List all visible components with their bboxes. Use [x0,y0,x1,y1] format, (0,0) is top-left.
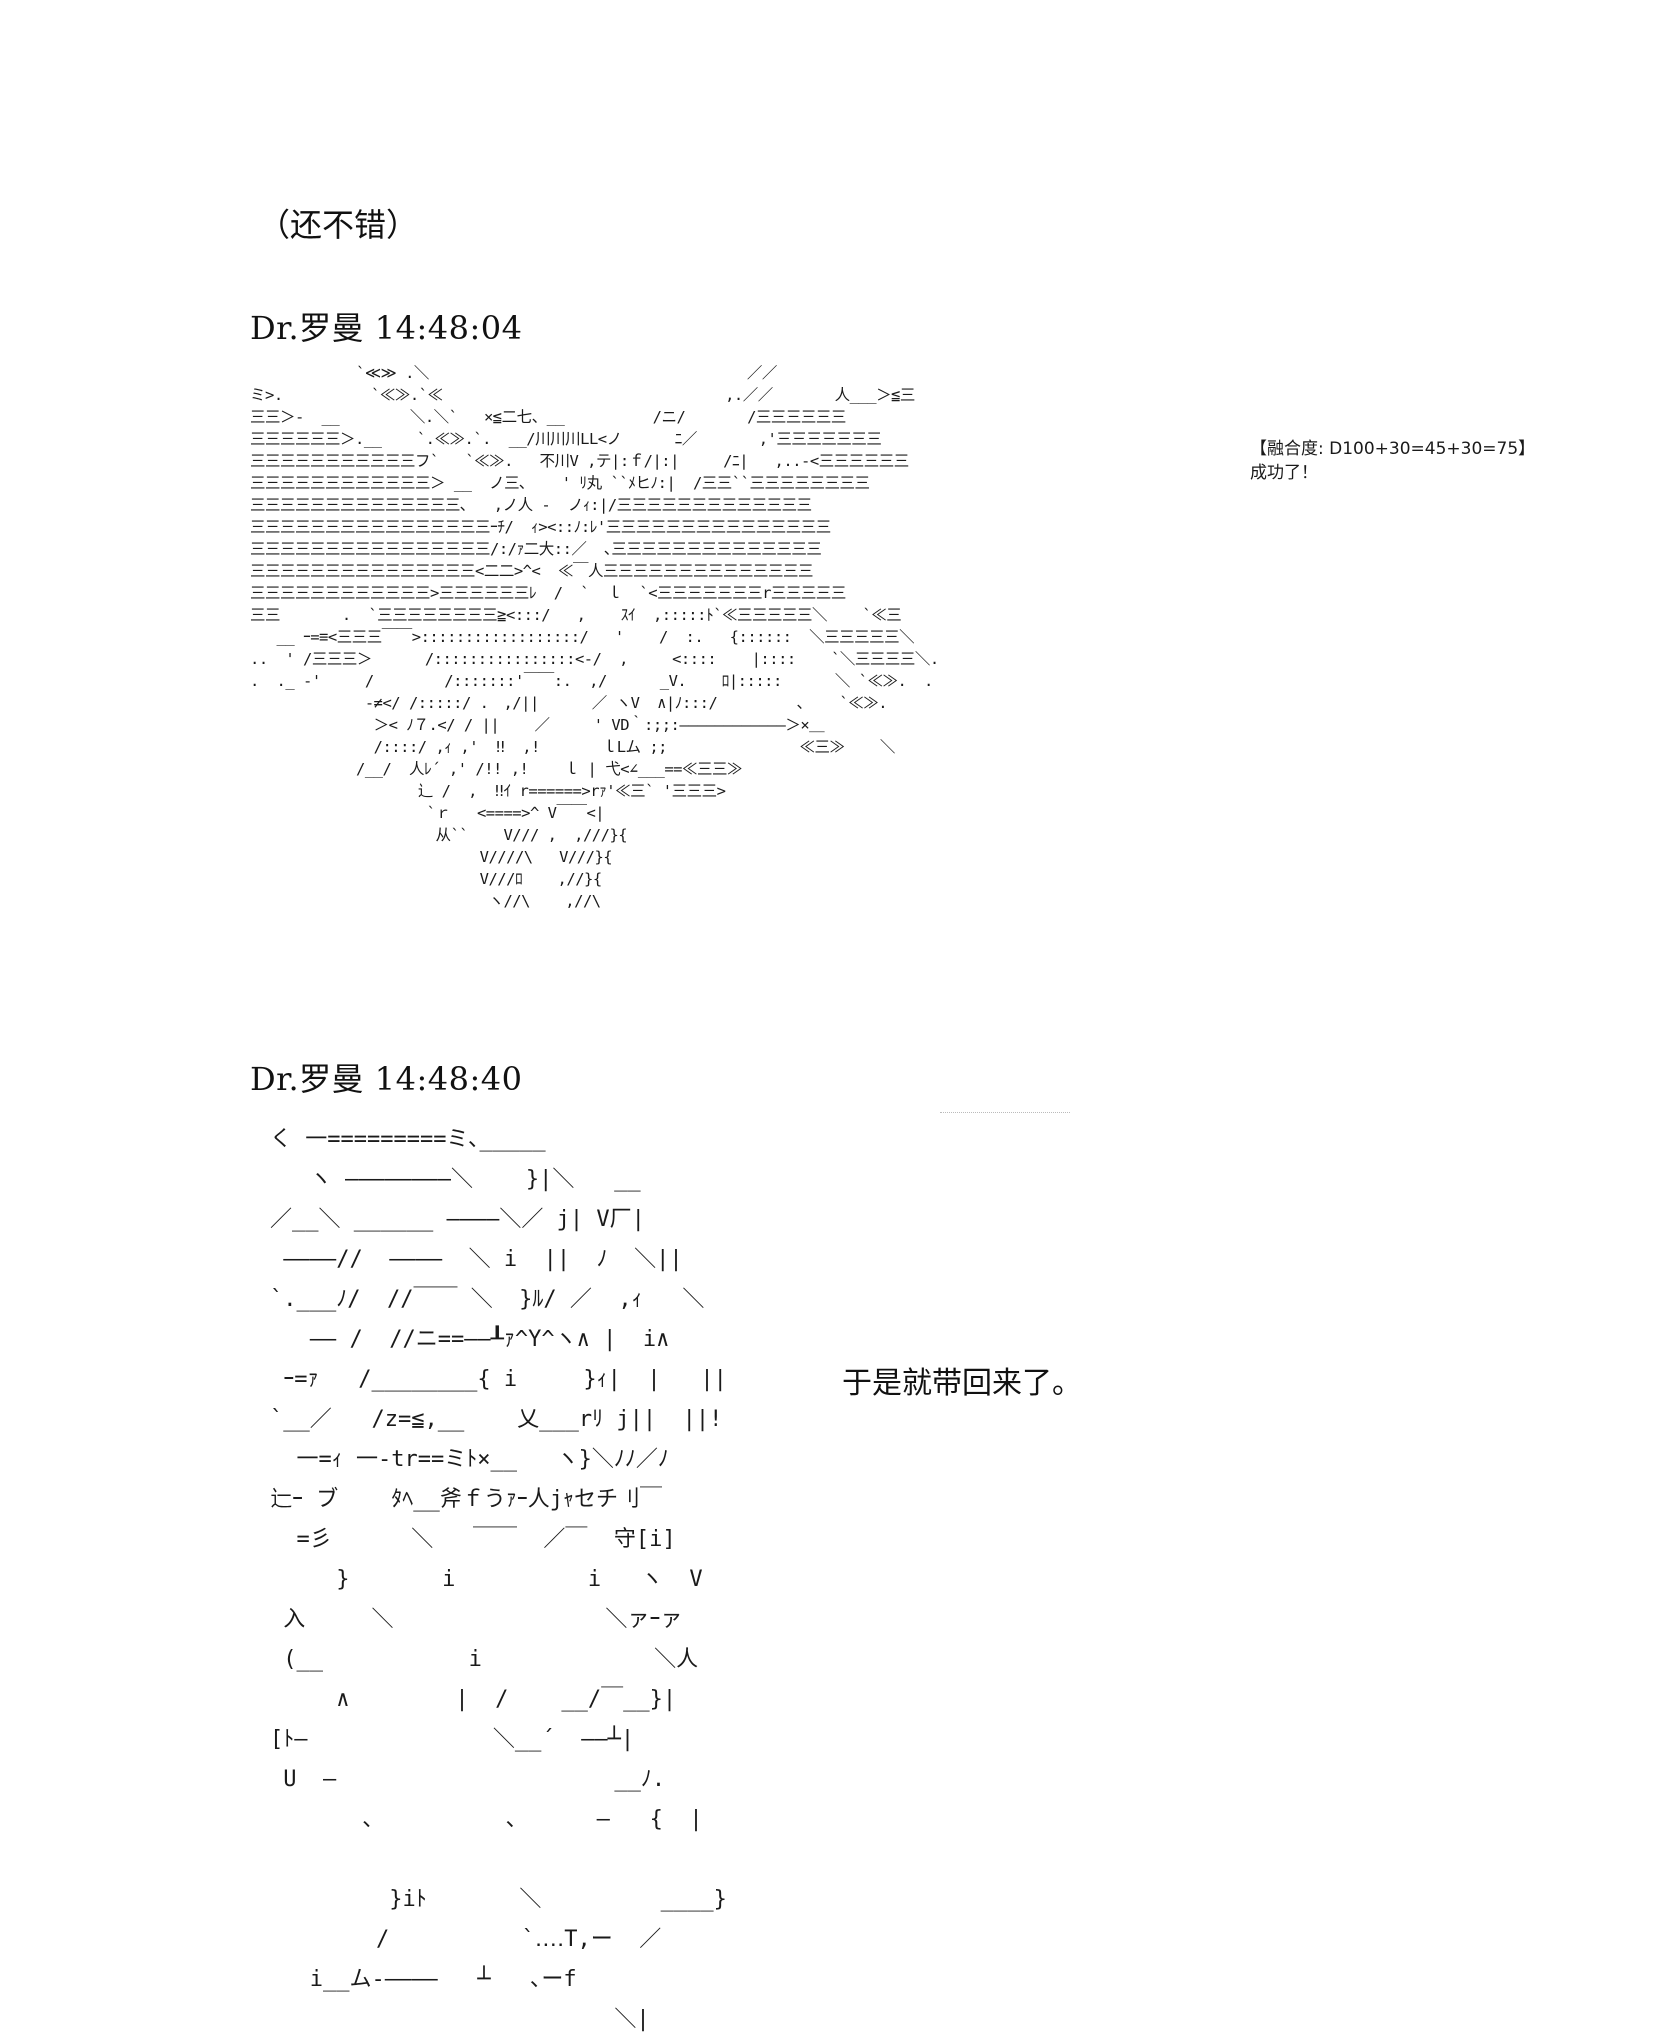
art1-line: 三三＞- __ ＼.＼` ×≦二七、__ /ニ/ /三三三三三三 [250,408,846,426]
caption-text: 于是就带回来了。 [842,1366,1082,1401]
post-header-2: Dr.罗曼 14:48:40 [250,1060,523,1098]
fusion-note-result: 成功了！ [1250,463,1318,483]
ascii-art-armored-figure: く 一=========ミ､_____ ヽ ――――――――＼ }|＼ __ ／_… [270,1120,727,2040]
art2-line: / `‥‥T,ー ／ [270,1927,662,1952]
ascii-art-winged-figure: `≪≫ .＼ ／／ ミ>. `≪≫.`≪ ,.／／ 人___＞≦三三三＞- __ … [250,362,939,912]
art2-line: U ― __ﾉ. [270,1767,666,1792]
art2-line: (__ i ＼人 [270,1647,699,1672]
art2-line: } i i ヽ V [270,1567,703,1592]
art1-line: 三三三三三三三三三三三三＞ __ ノ三､ ' ﾘ丸 ``ﾒヒﾉ:| /三三``三… [250,474,870,492]
art2-line: 一=ｨ 一-tr==ミﾄ×__ ヽ}＼ﾉﾉ／ﾉ [270,1447,669,1472]
art2-line: `__／ /z=≦,__ 乂___rﾘ j|| ||! [270,1407,723,1432]
art2-line: ヽ ――――――――＼ }|＼ __ [270,1167,641,1192]
art1-line: 三三三三三三＞.__ `.≪≫.`. __/川川川LL<ノ ﾆ／ ,'三三三三三… [250,430,882,448]
art1-line: `ｒ <====>^ V￣￣<| [250,804,605,822]
art1-line: . ._ -' / /:::::::'￣￣:. ,/ _V. ﾛ|::::: ＼… [250,672,933,690]
art2-line: =彡 ＼ ￣￣ ／￣ 守[i] [270,1527,676,1552]
art2-line: 入 ＼ ＼ァｰァ [270,1607,683,1632]
art1-line: -≠</ /:::::/ . ,/|| ／ ヽV ∧|ﾉ:::/ ､ `≪≫. [250,694,888,712]
art2-line: ｰ=ｧ /________{ i }ｨ| | || [270,1367,727,1392]
art2-line: [ﾄ― ＼__´ ――┴| [270,1727,635,1752]
art2-line: ＼| [270,2007,650,2032]
art1-line: 三三三三三三三三三三三三三三三<二二>^< ≪￣人三三三三三三三三三三三三三三 [250,562,813,580]
art1-line: V////\ V///}{ [250,848,613,866]
art2-line: }iﾄ ＼ ____} [270,1887,727,1912]
fusion-note-roll: 【融合度: D100+30=45+30=75】 [1250,439,1536,459]
art2-line: i__ム-―――― ┴ ､ーf [270,1967,577,1992]
art1-line: 辶 / , ‼ｲ r======>rｧ'≪三` '三三三> [250,782,726,800]
art1-line: 三三三三三三三三三三三三三三､ ,ノ人 - ノｨ:|/三三三三三三三三三三三三三 [250,496,812,514]
intro-text: （还不错） [258,206,419,244]
art2-line: ――――// ―――― ＼ i || ﾉ ＼|| [270,1247,683,1272]
art2-line: ―― / //ニ==――┸ｧ^Y^ヽ∧ | i∧ [270,1327,670,1352]
art1-line: /__/ 人ﾚ´ ,' /!! ,! ｌ | 弋<∠___==≪三三≫ [250,760,743,778]
art1-line: ＞< ﾉ７.</ / || ／ ' VD｀:;;:――――――――――――＞×＿ [250,716,825,734]
art1-line: 三三三三三三三三三三三三三三三三ｰﾁ/ ｨ><::ﾉ:ﾚ'三三三三三三三三三三三… [250,518,831,536]
post-header-1: Dr.罗曼 14:48:04 [250,309,523,347]
art1-line: ヽ//\ ,//\ [250,892,601,910]
art1-line: ミ>. `≪≫.`≪ ,.／／ 人___＞≦三 [250,386,915,404]
art2-line: く 一=========ミ､_____ [270,1127,546,1152]
art1-line: 从`` V/// , ,///}{ [250,826,628,844]
art2-line: 辷ｰ ブ ﾀﾍ__斧ｆうｧｰ人jｬセチ刂￣ [270,1487,662,1512]
art1-line: __ ｰ=≡<三三三￣￣>::::::::::::::::::/ ' / :. … [250,628,915,646]
art1-line: V///ﾛ ,//}{ [250,870,603,888]
art1-line: /::::/ ,ｨ ,' ‼ ,! ｌLム ;; ≪三≫ ＼ [250,738,896,756]
art2-line: ∧ | / __/￣__}| [270,1687,677,1712]
art1-line: .. ' /三三三＞ /::::::::::::::::<-/ , <:::: … [250,650,939,668]
scan-speck [940,1112,1070,1117]
art1-line: 三三 . `三三三三三三三三≧<:::/ , ｽｲ ,:::::ﾄ`≪三三三三三… [250,606,902,624]
art1-line: 三三三三三三三三三三三三>三三三三三三ﾚ / ` ｌ `<三三三三三三三r三三三… [250,584,846,602]
art2-line: `.___ﾉ/ //￣￣ ＼ }ﾙ/ ／ ,ｨ ＼ [270,1287,705,1312]
art2-line: ／__＼ ______ ――――＼／ j| V厂| [270,1207,645,1232]
art1-line: `≪≫ .＼ ／／ [250,364,777,382]
art1-line: 三三三三三三三三三三三フ` `≪≫. 不川V ,テ|:ｆ/|:| /ﾆ| ,..… [250,452,909,470]
art1-line: 三三三三三三三三三三三三三三三三/:/ｧ二大::／ ､三三三三三三三三三三三三三… [250,540,822,558]
fusion-note: 【融合度: D100+30=45+30=75】 成功了！ [1250,437,1535,485]
art2-line [270,1840,727,1880]
art2-line: ､ ､ ― { | [270,1807,703,1832]
